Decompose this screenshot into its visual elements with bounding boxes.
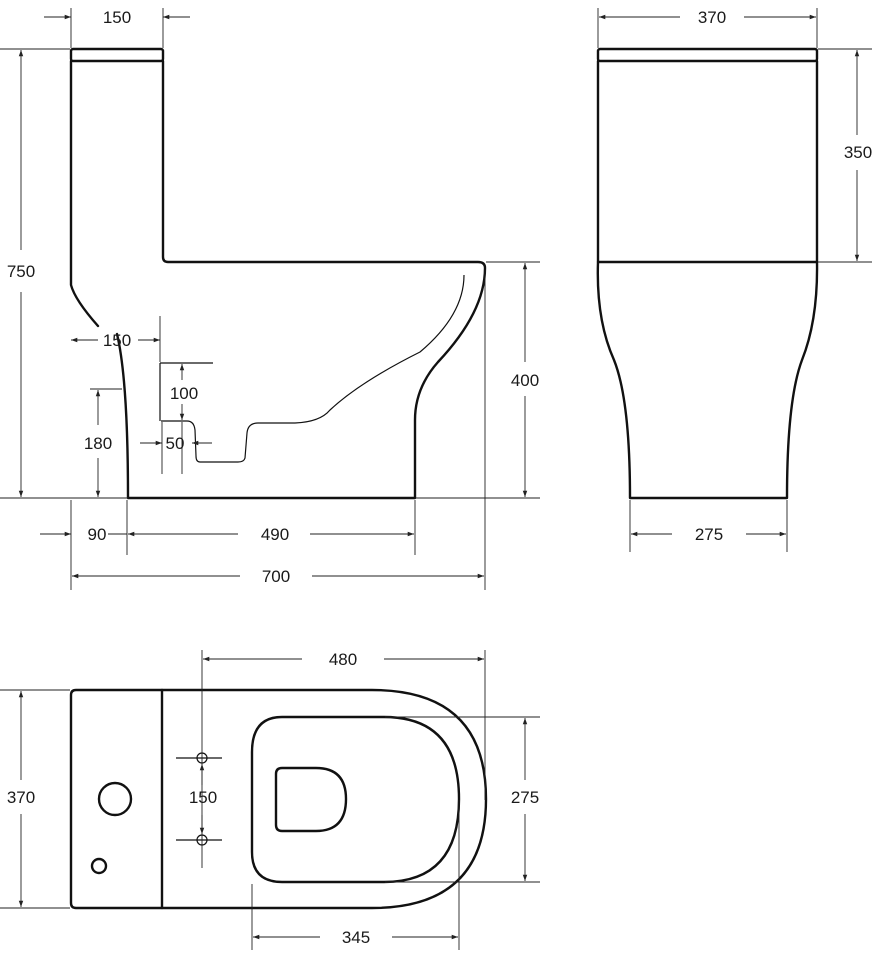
dim-top-width: 370 bbox=[7, 788, 35, 807]
dim-top-depth: 480 bbox=[329, 650, 357, 669]
bolt-hole-upper-icon bbox=[176, 752, 222, 764]
side-body-outline bbox=[69, 59, 487, 500]
dim-height-total: 750 bbox=[7, 262, 35, 281]
dim-outlet-diameter: 50 bbox=[166, 434, 185, 453]
front-tank-lid bbox=[596, 47, 819, 63]
front-view: 370 350 275 bbox=[596, 8, 872, 552]
dim-bowl-height: 400 bbox=[511, 371, 539, 390]
dim-front-gap: 90 bbox=[88, 525, 107, 544]
side-view: 150 750 400 150 100 180 50 bbox=[0, 8, 540, 590]
front-tank bbox=[596, 59, 819, 264]
top-outline bbox=[69, 688, 488, 910]
dim-seat-width: 275 bbox=[511, 788, 539, 807]
front-bowl bbox=[596, 260, 819, 500]
dim-outlet-height: 180 bbox=[84, 434, 112, 453]
side-bowl-contour bbox=[161, 274, 465, 463]
dim-tank-depth: 150 bbox=[103, 8, 131, 27]
flush-button-icon bbox=[97, 781, 133, 817]
dim-seat-length: 345 bbox=[342, 928, 370, 947]
dim-length-total: 700 bbox=[262, 567, 290, 586]
side-tank-lid bbox=[69, 47, 165, 63]
dim-outlet-offset: 150 bbox=[103, 331, 131, 350]
top-view: 150 480 370 275 345 bbox=[0, 650, 540, 950]
dim-tank-height: 350 bbox=[844, 143, 872, 162]
dim-front-width: 370 bbox=[698, 8, 726, 27]
small-button-icon bbox=[90, 857, 108, 875]
top-bowl-opening bbox=[274, 766, 348, 833]
bolt-hole-lower-icon bbox=[176, 834, 222, 846]
dim-base-length: 490 bbox=[261, 525, 289, 544]
dim-inlet-height: 100 bbox=[170, 384, 198, 403]
side-inlet-marker bbox=[159, 362, 213, 421]
dim-base-width: 275 bbox=[695, 525, 723, 544]
top-seat-outer bbox=[250, 715, 461, 884]
dim-bolt-spacing: 150 bbox=[189, 788, 217, 807]
